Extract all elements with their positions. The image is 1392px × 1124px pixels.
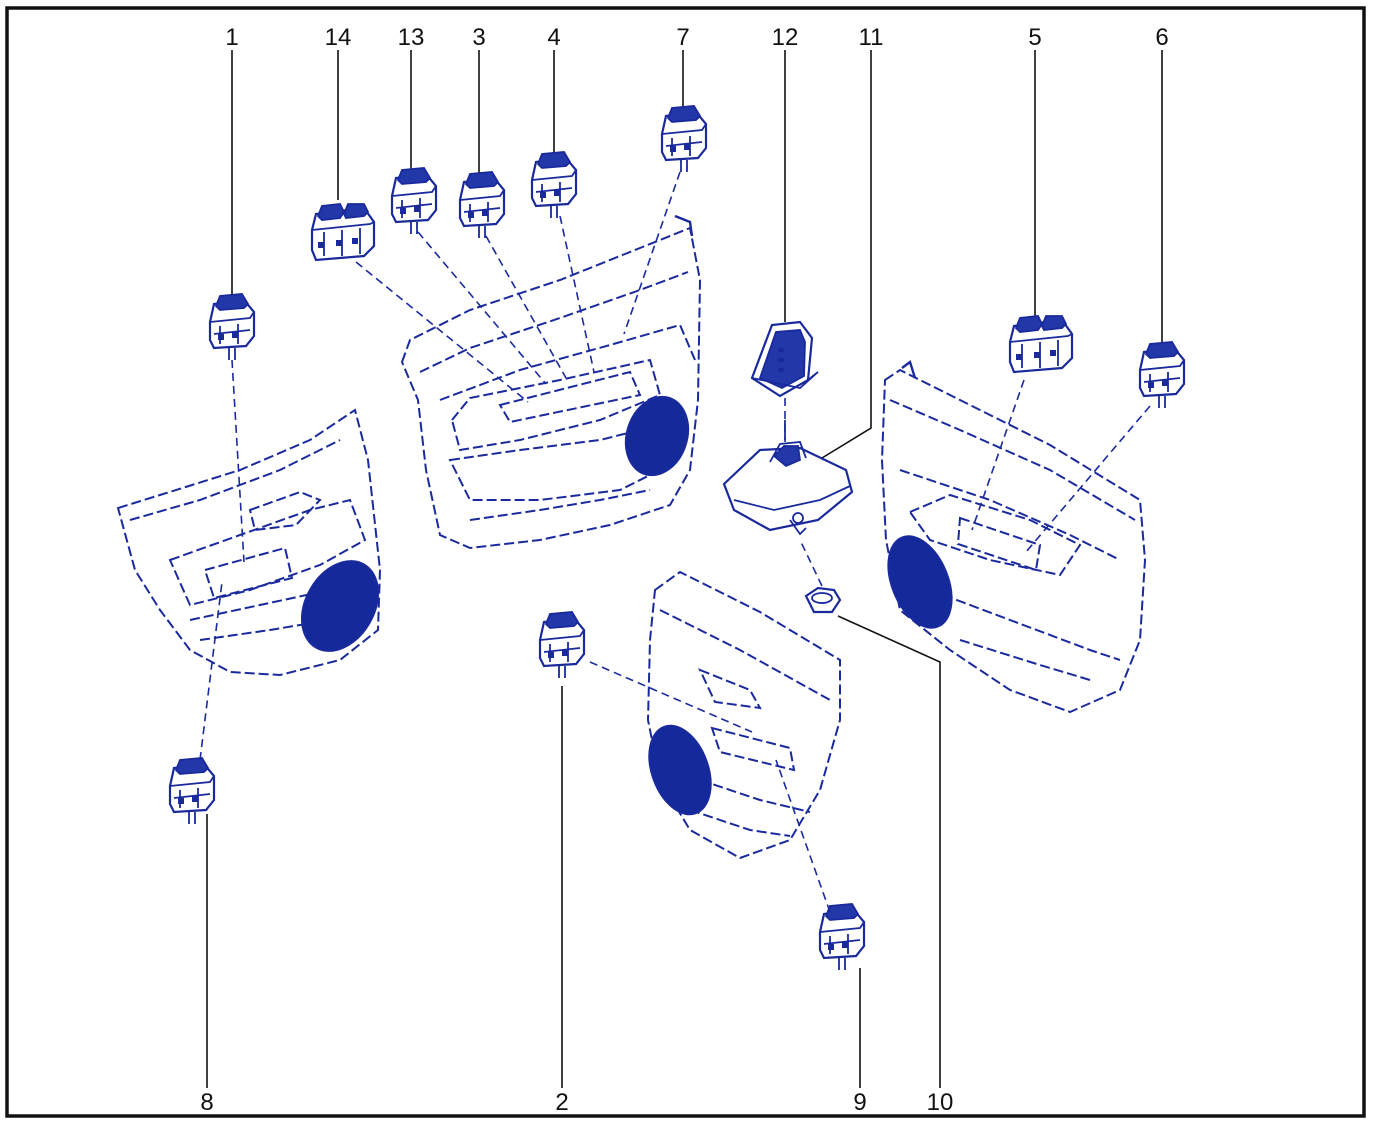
window-switch-9: [818, 902, 866, 972]
window-switch-5: [1008, 314, 1074, 374]
callout-9: 9: [853, 1089, 866, 1116]
seat-module-cover: [750, 320, 819, 398]
window-switch-13: [390, 166, 438, 236]
front-right-door-trim-panel: [880, 360, 1147, 714]
window-switch-2: [538, 610, 586, 680]
rear-right-speaker-grille: [648, 724, 712, 816]
callout-6: 6: [1155, 24, 1168, 51]
callout-leader-lines: [206, 50, 1163, 1088]
callout-13: 13: [398, 24, 425, 51]
callout-10: 10: [927, 1089, 954, 1116]
window-switch-4: [530, 150, 578, 220]
callout-3: 3: [472, 24, 485, 51]
window-switch-7: [660, 104, 708, 174]
window-switch-14: [310, 202, 376, 262]
callout-labels: 1 14 13 3 4 7 12 11 5 6 8 2 9 10: [200, 24, 1168, 1116]
callout-8: 8: [200, 1089, 213, 1116]
front-left-speaker-grille: [624, 395, 690, 477]
callout-1: 1: [225, 24, 238, 51]
callout-2: 2: [555, 1089, 568, 1116]
callout-11: 11: [859, 24, 884, 51]
front-left-door-trim-panel: [400, 214, 702, 550]
hex-nut: [804, 586, 842, 614]
window-switch-3: [458, 170, 506, 240]
callout-12: 12: [772, 24, 799, 51]
window-switch-1: [208, 292, 256, 362]
seat-control-module: [722, 420, 854, 536]
callout-14: 14: [325, 24, 352, 51]
diagram-frame: [5, 6, 1366, 1118]
assembly-guide-lines: [199, 171, 1151, 913]
rear-left-door-trim-panel: [116, 408, 382, 677]
callout-4: 4: [547, 24, 560, 51]
rear-right-door-trim-panel: [646, 570, 841, 860]
callout-7: 7: [676, 24, 689, 51]
callout-5: 5: [1028, 24, 1041, 51]
rear-left-speaker-grille: [301, 560, 379, 652]
front-right-speaker-grille: [887, 535, 953, 629]
window-switch-6: [1138, 340, 1186, 410]
